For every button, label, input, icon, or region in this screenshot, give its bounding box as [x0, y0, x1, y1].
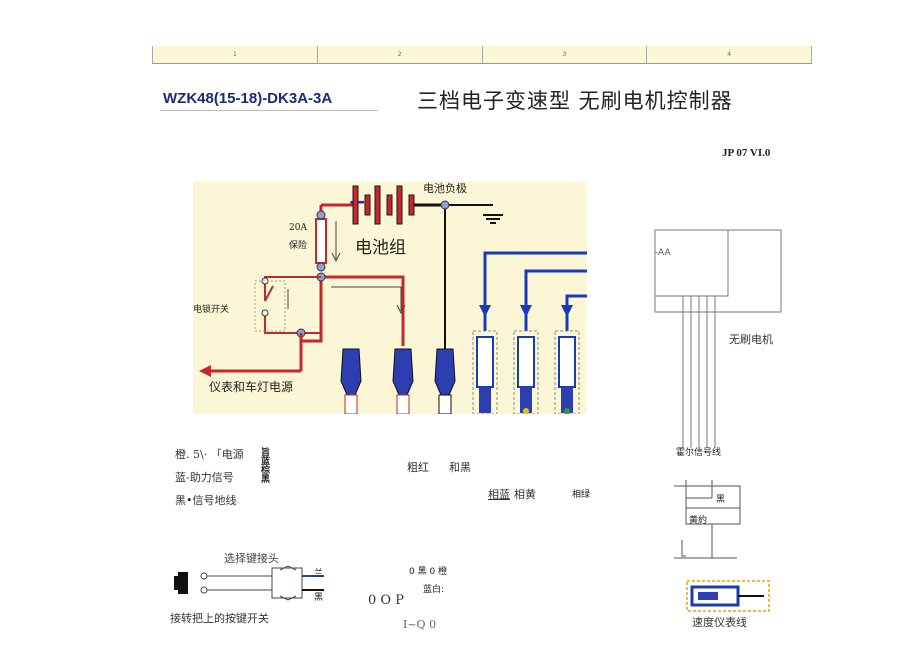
phase-connector-icon: [472, 330, 498, 414]
hall-signal-label: 霍尔信号线: [676, 448, 722, 458]
phase-arrow-icons: [479, 305, 573, 317]
hall-black-label: 黑: [716, 495, 726, 505]
version-label: JP 07 VI.0: [722, 147, 771, 159]
motor-label: 无刷电机: [729, 333, 773, 346]
motor-diagram: [654, 229, 782, 448]
legend-line-3: 黑•信号地线: [175, 494, 237, 507]
page-title: 三档电子变速型 无刷电机控制器: [417, 89, 733, 113]
phase-connector-icon: [513, 330, 539, 414]
phase-blue-label: 相蓝: [488, 488, 510, 501]
legend-vertical-text: 旨蓝棕黑: [259, 447, 269, 483]
motor-box-label: -AA: [655, 248, 671, 258]
plug-icon: [392, 348, 414, 414]
fuse-rating: 20A: [289, 223, 307, 233]
model-underline: [160, 110, 378, 111]
plug-icon: [340, 348, 362, 414]
phase-connector-icon: [554, 330, 580, 414]
current-arrow-icon: [331, 221, 406, 315]
hall-yellow-label: 黄約: [689, 516, 708, 526]
battery-pack-label: 电池组: [355, 238, 406, 258]
lamp-power-label: 仪表和车灯电源: [209, 379, 293, 394]
fuse-label: 保险: [289, 239, 307, 251]
speedometer-caption: 速度仪表线: [692, 616, 747, 629]
legend-line-1: 橙. 5\· 「电源: [175, 448, 244, 461]
ruler-cell: 4: [647, 46, 812, 63]
selector-wire-black: 黑: [314, 593, 324, 603]
fuse-icon: [315, 218, 327, 264]
selector-wire-blue: 兰: [314, 569, 324, 579]
ruler-cell: 2: [317, 46, 483, 63]
black-orange-label: 0 黑 0 橙: [409, 567, 448, 577]
iq-label: I~Q 0: [403, 618, 437, 631]
selector-connector-diagram: [174, 565, 324, 601]
lamp-power-arrow: [199, 333, 303, 377]
ruler-cell: 3: [482, 46, 648, 63]
ruler-cell: 1: [152, 46, 318, 63]
speedometer-connector-icon: [686, 580, 770, 612]
button-icon: [178, 572, 188, 594]
blue-white-label: 蓝白:: [423, 585, 445, 595]
selector-title: 选择键接头: [224, 552, 279, 565]
and-black-label: 和黑: [449, 461, 471, 474]
wiring-diagram: + 电池负极 20A 保险 电池组: [193, 181, 587, 414]
plug-icon: [434, 348, 456, 414]
model-number: WZK48(15-18)-DK3A-3A: [163, 90, 333, 107]
battery-icon: [321, 185, 445, 225]
selector-caption: 接转把上的按键开关: [170, 612, 269, 625]
phase-yellow-label: 相黄: [514, 488, 536, 501]
thick-red-label: 粗红: [407, 461, 429, 474]
battery-negative-label: 电池负极: [423, 181, 467, 195]
phase-green-label: 相绿: [572, 490, 591, 500]
legend-line-2: 蓝-助力信号: [175, 471, 234, 484]
top-ruler: 1 2 3 4: [152, 46, 812, 64]
oop-label: 0 O P: [368, 593, 404, 608]
hall-connector-diagram: [674, 480, 741, 559]
key-switch-label: 电锁开关: [193, 303, 229, 315]
